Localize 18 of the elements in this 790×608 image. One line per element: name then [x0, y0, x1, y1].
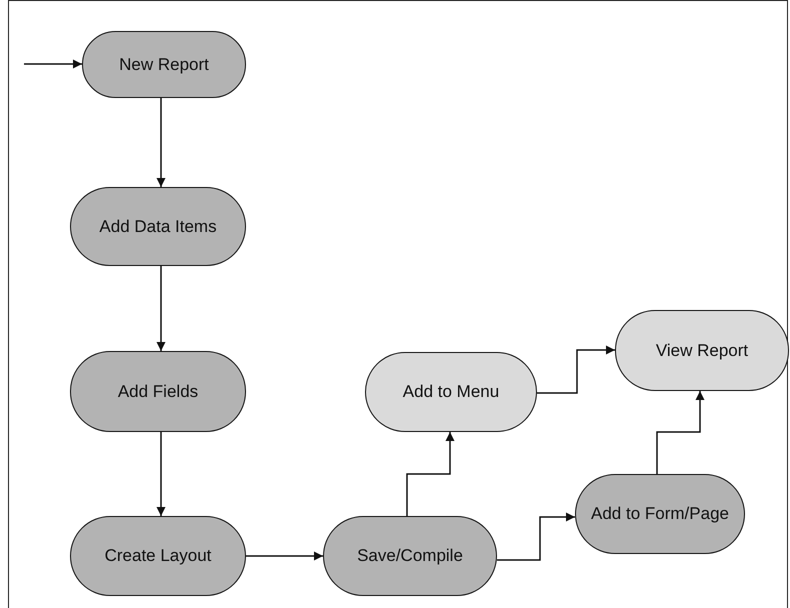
arrow	[156, 98, 166, 187]
node-label: Add Fields	[118, 382, 198, 402]
arrow	[656, 391, 704, 474]
arrow	[497, 512, 575, 561]
node-label: Create Layout	[104, 546, 212, 566]
arrow	[537, 346, 615, 394]
arrow	[406, 432, 454, 516]
node-label: Add to Menu	[402, 382, 500, 402]
arrow	[156, 266, 166, 351]
process-node	[615, 310, 789, 391]
node-label: Save/Compile	[357, 546, 463, 566]
arrow	[24, 60, 82, 68]
node-label: Add to Form/Page	[591, 504, 729, 524]
node-label: New Report	[119, 54, 209, 74]
arrow	[156, 432, 166, 516]
node-label: View Report	[656, 340, 748, 360]
node-label: Add Data Items	[99, 216, 217, 236]
arrow	[246, 552, 323, 560]
